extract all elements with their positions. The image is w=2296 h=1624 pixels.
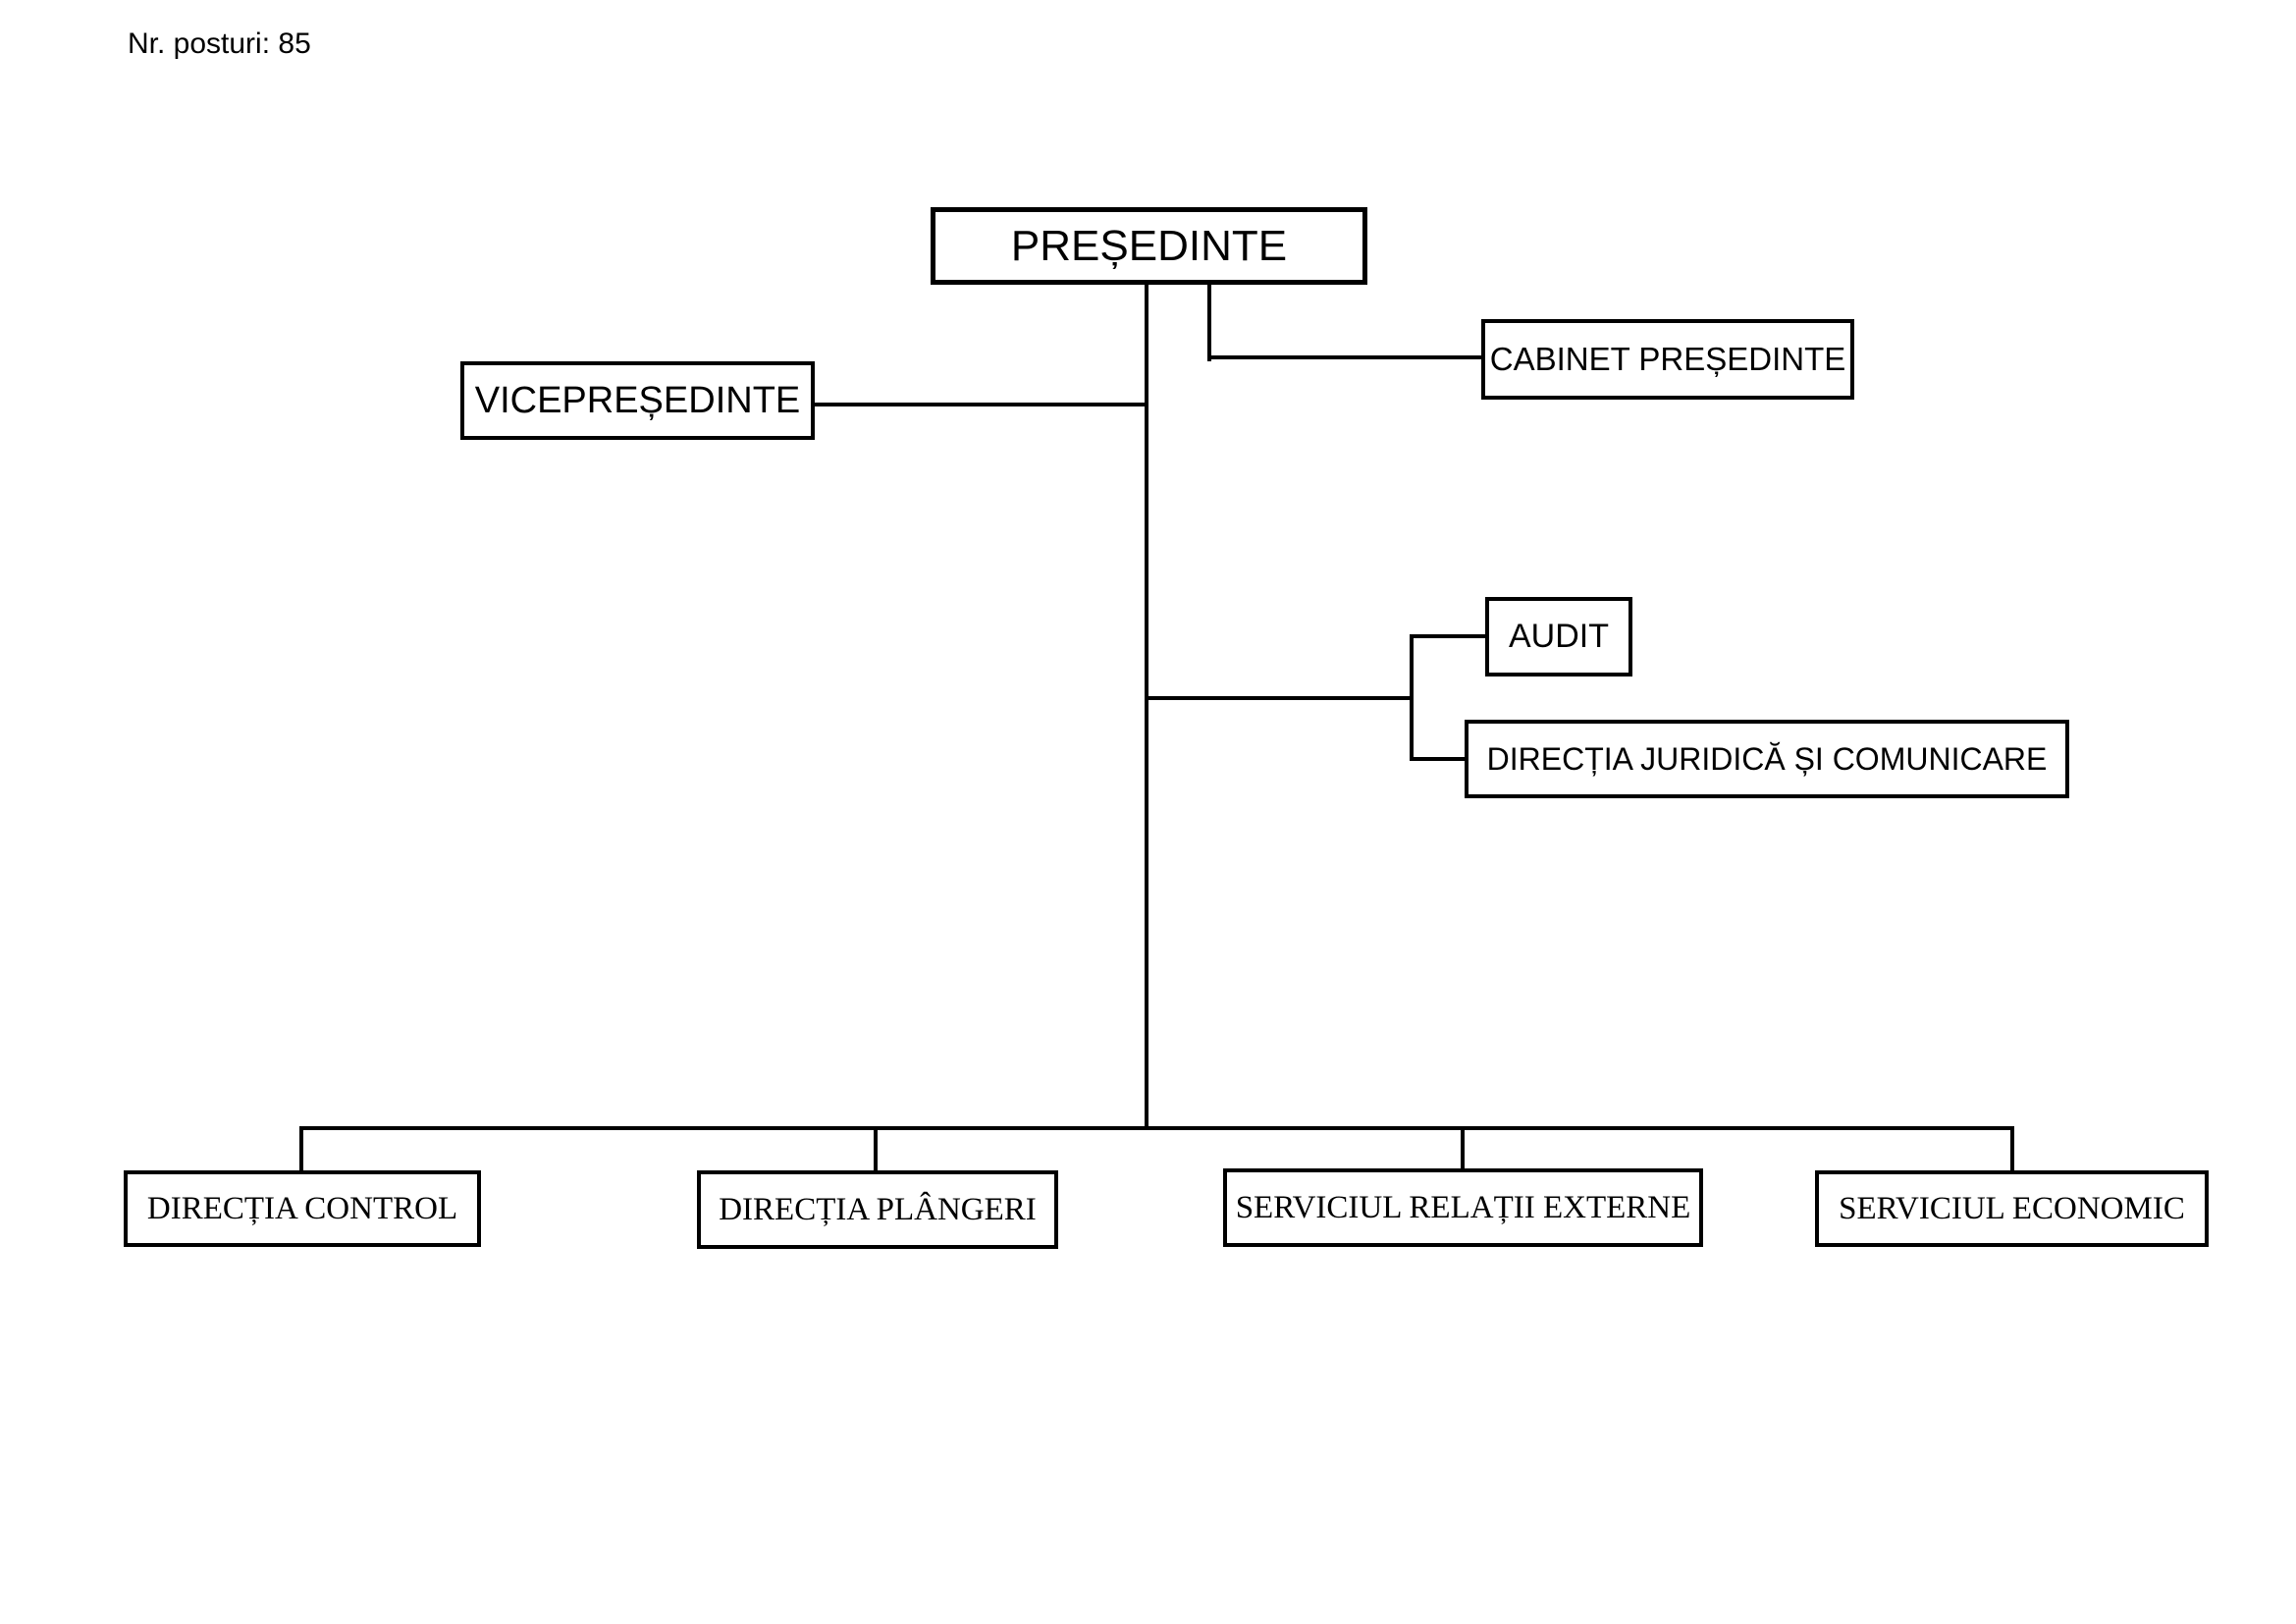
connector-audit	[1410, 634, 1485, 638]
node-serviciul-relatii-externe-label: SERVICIUL RELAȚII EXTERNE	[1235, 1189, 1691, 1225]
node-directia-juridica-comunicare-label: DIRECȚIA JURIDICĂ ȘI COMUNICARE	[1486, 740, 2048, 777]
node-audit: AUDIT	[1485, 597, 1632, 677]
node-serviciul-economic-label: SERVICIUL ECONOMIC	[1839, 1190, 2185, 1226]
node-directia-plangeri-label: DIRECȚIA PLÂNGERI	[719, 1191, 1037, 1227]
node-presedinte: PREȘEDINTE	[931, 207, 1367, 285]
node-directia-control: DIRECȚIA CONTROL	[124, 1170, 481, 1247]
node-directia-plangeri: DIRECȚIA PLÂNGERI	[697, 1170, 1058, 1249]
connector-drop-serviciul-economic	[2010, 1126, 2014, 1170]
node-vicepresedinte-label: VICEPREȘEDINTE	[474, 379, 801, 421]
node-cabinet-presedinte: CABINET PREȘEDINTE	[1481, 319, 1854, 400]
connector-drop-directia-plangeri	[874, 1126, 878, 1170]
connector-drop-directia-control	[299, 1126, 303, 1170]
node-directia-juridica-comunicare: DIRECȚIA JURIDICĂ ȘI COMUNICARE	[1465, 720, 2069, 798]
connector-trunk-vertical	[1145, 285, 1148, 1130]
connector-vicepresedinte	[815, 403, 1148, 406]
node-serviciul-relatii-externe: SERVICIUL RELAȚII EXTERNE	[1223, 1168, 1703, 1247]
node-vicepresedinte: VICEPREȘEDINTE	[460, 361, 815, 440]
node-directia-control-label: DIRECȚIA CONTROL	[146, 1190, 458, 1226]
node-presedinte-label: PREȘEDINTE	[1010, 221, 1288, 270]
node-serviciul-economic: SERVICIUL ECONOMIC	[1815, 1170, 2209, 1247]
connector-cabinet-drop	[1207, 285, 1211, 361]
connector-juridica	[1410, 757, 1465, 761]
connector-drop-relatii-externe	[1461, 1126, 1465, 1170]
posts-count-label: Nr. posturi: 85	[128, 27, 311, 60]
node-audit-label: AUDIT	[1509, 618, 1609, 655]
connector-branch-horizontal	[1147, 696, 1414, 700]
connector-bracket-vertical	[1410, 634, 1414, 761]
connector-cabinet-horizontal	[1207, 355, 1481, 359]
connector-bottom-distribution	[299, 1126, 2014, 1130]
node-cabinet-presedinte-label: CABINET PREȘEDINTE	[1489, 341, 1846, 377]
